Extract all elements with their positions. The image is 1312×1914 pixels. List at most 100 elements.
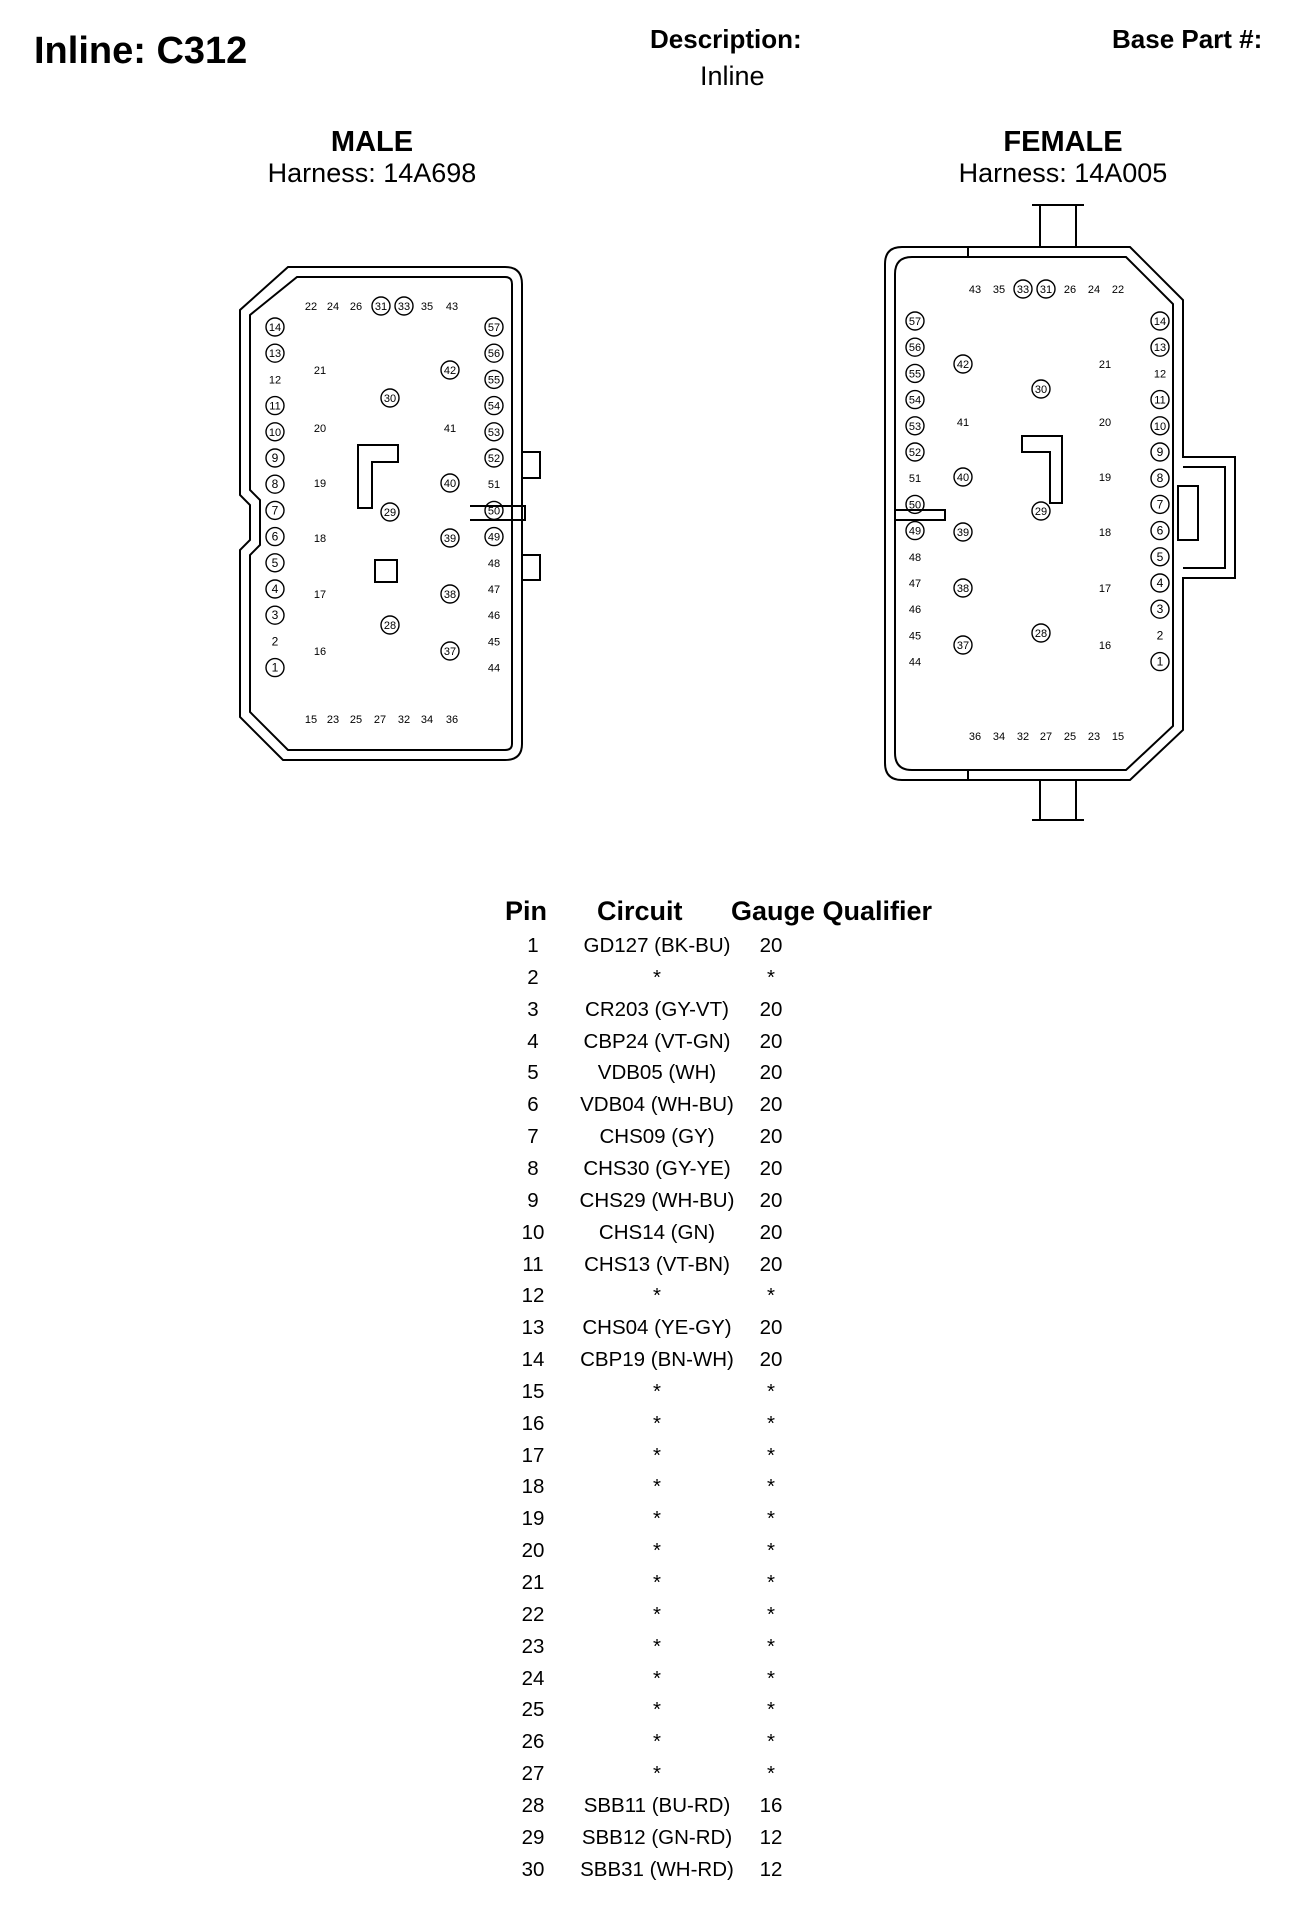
pin-number-label: 19 <box>1099 472 1111 484</box>
pin-number-label: 31 <box>1040 284 1052 296</box>
pin-circle-marker <box>265 343 285 363</box>
pin-circle-marker <box>265 579 285 599</box>
pin-number-label: 38 <box>957 583 969 595</box>
circuit-name: * <box>653 1539 661 1563</box>
table-row: 27** <box>505 1762 925 1794</box>
circuit-name: * <box>653 1284 661 1308</box>
pin-number: 30 <box>521 1857 545 1881</box>
pin-circle-marker <box>905 311 925 331</box>
pin-number: 10 <box>521 1220 545 1244</box>
pin-circle-marker <box>394 296 414 316</box>
pin-number-label: 39 <box>444 533 456 545</box>
circuit-name: VDB05 (WH) <box>597 1061 717 1085</box>
pin-circle-marker <box>1150 573 1170 593</box>
pin-circle-marker <box>440 360 460 380</box>
circuit-name: SBB31 (WH-RD) <box>580 1857 734 1881</box>
circuit-name: CHS13 (VT-BN) <box>584 1252 730 1276</box>
pin-number: 17 <box>521 1443 545 1467</box>
pin-circle-marker <box>1150 651 1170 672</box>
circuit-name: CHS04 (YE-GY) <box>582 1316 732 1340</box>
gauge-value: * <box>767 1762 775 1786</box>
pin-number-label: 39 <box>957 527 969 539</box>
pin-number-label: 2 <box>1157 628 1164 642</box>
pin-circle-marker <box>1150 599 1170 619</box>
table-row: 24 * * <box>505 1667 925 1699</box>
pin-number-label: 34 <box>421 714 433 726</box>
pin-number: 14 <box>521 1348 545 1372</box>
description-value: Inline <box>700 61 765 91</box>
pin-circle-marker <box>265 422 285 442</box>
pin-number: 4 <box>527 1029 539 1053</box>
pin-number-label: 33 <box>1017 284 1029 296</box>
pin-number-label: 28 <box>1035 628 1047 640</box>
gauge-value: 20 <box>759 1316 783 1340</box>
pin-number-label: 12 <box>269 374 281 386</box>
gauge-value: * <box>767 1698 775 1722</box>
pin-number-label: 12 <box>1154 368 1166 380</box>
pin-number-label: 15 <box>1112 731 1124 743</box>
pin-number-label: 17 <box>1099 583 1111 595</box>
pin-number: 24 <box>521 1666 545 1690</box>
pin-number-label: 8 <box>272 477 279 491</box>
pin-number-label: 27 <box>374 714 386 726</box>
pin-number-label: 51 <box>488 479 500 491</box>
gauge-value: * <box>767 1443 775 1467</box>
pin-number-label: 26 <box>350 301 362 313</box>
circuit-name: GD127 (BK-BU) <box>583 934 731 957</box>
pin-number-label: 35 <box>993 284 1005 296</box>
male-harness: Harness: 14A698 <box>267 158 477 188</box>
pin-number-label: 16 <box>1099 640 1111 652</box>
pin-number-label: 21 <box>1099 359 1111 371</box>
circuit-name: * <box>653 1666 661 1690</box>
pin-number: 11 <box>522 1252 544 1276</box>
male-heading: MALE Harness: 14A698 <box>172 126 572 188</box>
pin-number-label: 2 <box>272 634 279 648</box>
pin-number: 2 <box>527 965 539 989</box>
gauge-value: * <box>767 1666 775 1690</box>
pin-number-label: 43 <box>969 284 981 296</box>
pin-number-label: 54 <box>909 395 921 407</box>
pin-number-label: 44 <box>488 663 500 675</box>
circuit-name: CBP24 (VT-GN) <box>583 1029 731 1053</box>
circuit-name: * <box>653 1443 661 1467</box>
pin-circle-marker <box>953 467 973 487</box>
pin-number: 28 <box>521 1793 545 1817</box>
gauge-value: 20 <box>759 1125 783 1149</box>
pin-circle-marker <box>265 317 285 337</box>
pin-number: 20 <box>521 1539 545 1563</box>
base-part-label: Base Part #: <box>1112 24 1263 54</box>
table-row: 25** <box>505 1698 925 1730</box>
male-connector-outline <box>239 266 541 761</box>
pin-number-label: 49 <box>488 532 500 544</box>
pin-circle-marker <box>265 657 285 678</box>
pin-number-label: 57 <box>909 316 921 328</box>
pin-circle-marker <box>380 502 400 522</box>
pin-number-label: 31 <box>375 301 387 313</box>
pin-circle-marker <box>484 500 504 521</box>
pin-number-label: 45 <box>909 630 921 642</box>
circuit-name: CHS14 (GN) <box>598 1220 716 1244</box>
gauge-value: * <box>767 1507 775 1531</box>
circuit-name: * <box>653 965 661 989</box>
female-harness: Harness: 14A005 <box>958 158 1168 188</box>
circuit-name: * <box>653 1730 661 1754</box>
pin-number-label: 42 <box>444 365 456 377</box>
pin-number-label: 24 <box>1088 284 1100 296</box>
pin-number-label: 30 <box>1035 384 1047 396</box>
pin-number-label: 11 <box>1154 395 1165 407</box>
gauge-value: 20 <box>759 1093 783 1117</box>
gauge-value: 20 <box>759 1156 783 1180</box>
table-row: 20** <box>505 1539 925 1571</box>
pin-number-label: 47 <box>909 578 921 590</box>
pin-number-label: 43 <box>446 301 458 313</box>
circuit-name: CBP19 (BN-WH) <box>580 1348 734 1372</box>
pin-number-label: 47 <box>488 584 500 596</box>
pin-number-label: 25 <box>350 714 362 726</box>
gauge-value: 20 <box>759 1061 783 1085</box>
circuit-name: * <box>653 1571 661 1594</box>
